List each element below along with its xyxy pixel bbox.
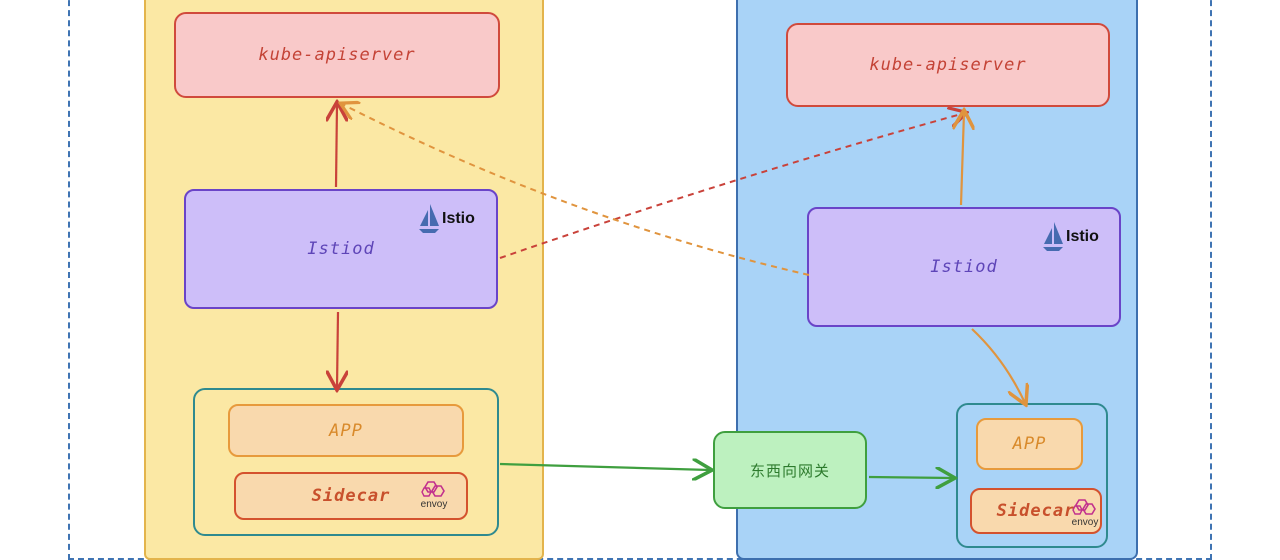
east-west-gateway[interactable]: 东西向网关 (713, 431, 867, 509)
cluster-b-envoy-logo-text: envoy (1071, 517, 1099, 528)
arrow-b-istiod-to-a-apiserver (342, 104, 810, 276)
arrow-a-istiod-to-pod (337, 311, 338, 388)
cluster-b-istio-logo: Istio (1042, 222, 1099, 252)
cluster-b-envoy-logo: envoy (1070, 498, 1100, 528)
envoy-hexagon-icon (421, 481, 445, 497)
cluster-b-istio-logo-text: Istio (1066, 228, 1099, 245)
cluster-b-app[interactable]: APP (976, 418, 1083, 470)
cluster-a-sidecar-label: Sidecar (311, 486, 391, 506)
cluster-b-sidecar-label: Sidecar (996, 501, 1076, 521)
cluster-b-istiod[interactable]: Istiod (807, 207, 1121, 327)
arrow-pod-a-to-gateway (499, 464, 710, 470)
cluster-a-istiod-label: Istiod (307, 239, 375, 259)
cluster-b-sidecar[interactable]: Sidecar (970, 488, 1102, 534)
cluster-b-app-label: APP (1012, 434, 1047, 454)
cluster-b-apiserver[interactable]: kube-apiserver (786, 23, 1110, 107)
east-west-gateway-label: 东西向网关 (749, 461, 830, 480)
cluster-a-envoy-logo: envoy (419, 480, 449, 510)
cluster-a-app-label: APP (329, 420, 363, 441)
istio-sail-icon (1043, 222, 1063, 251)
cluster-a-istiod[interactable]: Istiod (184, 189, 498, 309)
arrow-b-istiod-to-apiserver (961, 112, 964, 206)
cluster-b-apiserver-label: kube-apiserver (869, 55, 1027, 75)
envoy-hexagon-icon (1072, 499, 1096, 515)
istio-sail-icon (419, 204, 439, 233)
cluster-a-istio-logo: Istio (418, 204, 475, 234)
arrow-a-istiod-to-b-apiserver (499, 113, 965, 259)
cluster-a-envoy-logo-text: envoy (420, 499, 448, 510)
cluster-a-istio-logo-text: Istio (442, 210, 475, 227)
cluster-a-apiserver-label: kube-apiserver (258, 45, 416, 65)
cluster-b-istiod-label: Istiod (930, 257, 998, 277)
arrow-b-istiod-to-pod (971, 328, 1025, 403)
arrow-a-istiod-to-apiserver (336, 104, 337, 188)
connector-arrows (0, 0, 1280, 543)
cluster-a-apiserver[interactable]: kube-apiserver (174, 12, 500, 98)
arrow-gateway-to-pod-b (868, 477, 953, 478)
cluster-a-app[interactable]: APP (228, 404, 464, 457)
